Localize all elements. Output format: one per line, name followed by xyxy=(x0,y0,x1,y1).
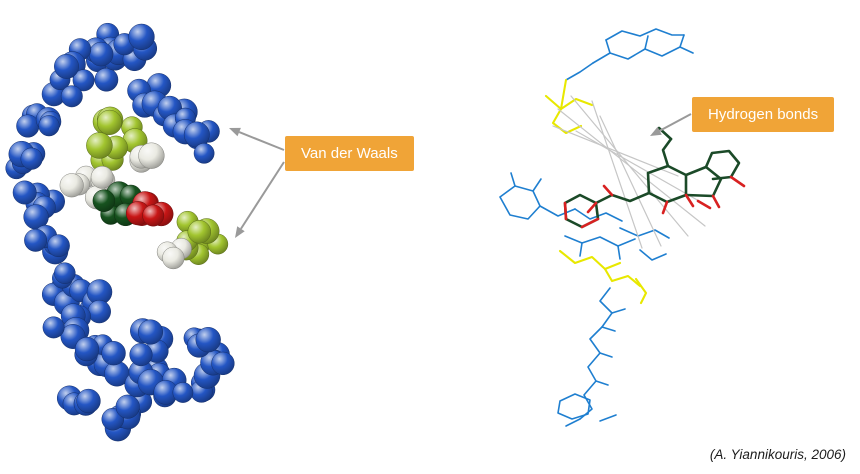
mycotoxin-bond xyxy=(684,165,723,198)
oxygen-bond xyxy=(729,175,746,188)
glucan-chain-bond xyxy=(592,46,694,64)
glucan-chain-bond xyxy=(532,178,542,192)
glucan-chain-bond xyxy=(510,172,516,187)
mycotoxin-bond xyxy=(661,137,673,168)
arrow-line xyxy=(238,131,285,151)
oxygen-bond xyxy=(711,194,721,209)
glucan-chain-bond xyxy=(565,418,581,427)
annotation-arrows xyxy=(229,113,692,238)
highlighted-bond xyxy=(544,94,583,135)
hydrogen-bond-line xyxy=(599,115,662,247)
glucan-chain-bond xyxy=(565,62,594,81)
citation-text: (A. Yiannikouris, 2006) xyxy=(709,447,846,462)
atom-sphere xyxy=(172,382,194,403)
atom-sphere xyxy=(42,316,65,339)
oxygen-bond xyxy=(586,201,598,214)
glucan-chain-bond xyxy=(644,35,649,50)
glucan-chain-bond xyxy=(605,28,685,41)
atom-sphere xyxy=(101,341,126,366)
atom-sphere xyxy=(54,53,79,79)
glucan-chain-bond xyxy=(605,39,611,54)
oxygen-bond xyxy=(661,200,669,215)
atom-sphere xyxy=(59,173,84,198)
atom-sphere xyxy=(137,319,164,345)
hydrogen-bond-line xyxy=(591,100,643,249)
arrow-head xyxy=(650,126,662,136)
atom-sphere xyxy=(60,85,83,108)
atom-sphere xyxy=(138,142,165,169)
atom-sphere xyxy=(187,220,212,244)
atom-sphere xyxy=(24,228,48,252)
atom-sphere xyxy=(92,189,116,212)
van-der-waals-label: Van der Waals xyxy=(285,136,414,171)
oxygen-bond xyxy=(696,199,712,210)
arrow-line xyxy=(659,113,692,132)
hydrogen-bond-line xyxy=(570,95,689,237)
arrow-head xyxy=(229,127,241,137)
atom-sphere xyxy=(16,114,40,138)
atom-sphere xyxy=(87,299,111,324)
glucan-chain-bond xyxy=(595,380,609,386)
oxygen-bond xyxy=(563,201,568,221)
stick-model xyxy=(499,28,746,427)
atom-sphere xyxy=(12,180,37,205)
mycotoxin-bond xyxy=(704,149,741,181)
glucan-chain-bond xyxy=(639,249,667,261)
oxygen-bond xyxy=(580,217,600,229)
oxygen-bond xyxy=(602,184,614,197)
glucan-chain-bond xyxy=(679,34,685,48)
highlighted-bond xyxy=(634,277,648,305)
atom-sphere xyxy=(129,343,153,367)
glucan-chain-bond xyxy=(579,287,613,420)
mycotoxin-bond xyxy=(594,191,651,205)
glucan-chain-bond xyxy=(539,205,576,217)
hydrogen-bond-line xyxy=(552,125,679,177)
atom-sphere xyxy=(38,115,60,137)
glucan-chain-bond xyxy=(599,414,617,422)
atom-sphere xyxy=(142,204,165,227)
atom-sphere xyxy=(47,234,70,258)
arrow-line xyxy=(240,161,285,230)
space-filling-model xyxy=(5,22,235,442)
hydrogen-bond-line xyxy=(575,130,700,202)
atom-sphere xyxy=(76,388,101,414)
hydrogen-bonds-label: Hydrogen bonds xyxy=(692,97,835,132)
atom-sphere xyxy=(20,147,43,170)
glucan-chain-bond xyxy=(557,393,591,420)
highlighted-bond xyxy=(559,97,594,111)
atom-sphere xyxy=(94,67,119,92)
glucan-chain-bond xyxy=(617,245,621,260)
glucan-chain-bond xyxy=(564,235,636,247)
atom-sphere xyxy=(162,246,185,270)
highlighted-bond xyxy=(559,78,568,111)
atom-sphere xyxy=(195,327,221,353)
atom-sphere xyxy=(72,69,95,92)
arrow-head xyxy=(235,226,245,238)
glucan-chain-bond xyxy=(599,352,613,358)
atom-sphere xyxy=(115,394,140,419)
atom-sphere xyxy=(96,109,123,135)
atom-sphere xyxy=(211,351,235,376)
glucan-chain-bond xyxy=(619,227,670,239)
atom-sphere xyxy=(86,132,113,159)
oxygen-bond xyxy=(684,193,695,208)
glucan-chain-bond xyxy=(611,308,626,314)
atom-sphere xyxy=(193,142,215,164)
atom-sphere xyxy=(88,41,114,67)
atom-sphere xyxy=(74,336,100,362)
glucan-chain-bond xyxy=(499,185,541,220)
glucan-chain-bond xyxy=(601,326,616,332)
atom-sphere xyxy=(90,165,114,189)
atom-sphere xyxy=(128,23,155,51)
highlighted-bond xyxy=(603,267,642,288)
highlighted-bond xyxy=(558,249,622,271)
glucan-chain-bond xyxy=(579,242,583,257)
atom-sphere xyxy=(54,262,76,284)
